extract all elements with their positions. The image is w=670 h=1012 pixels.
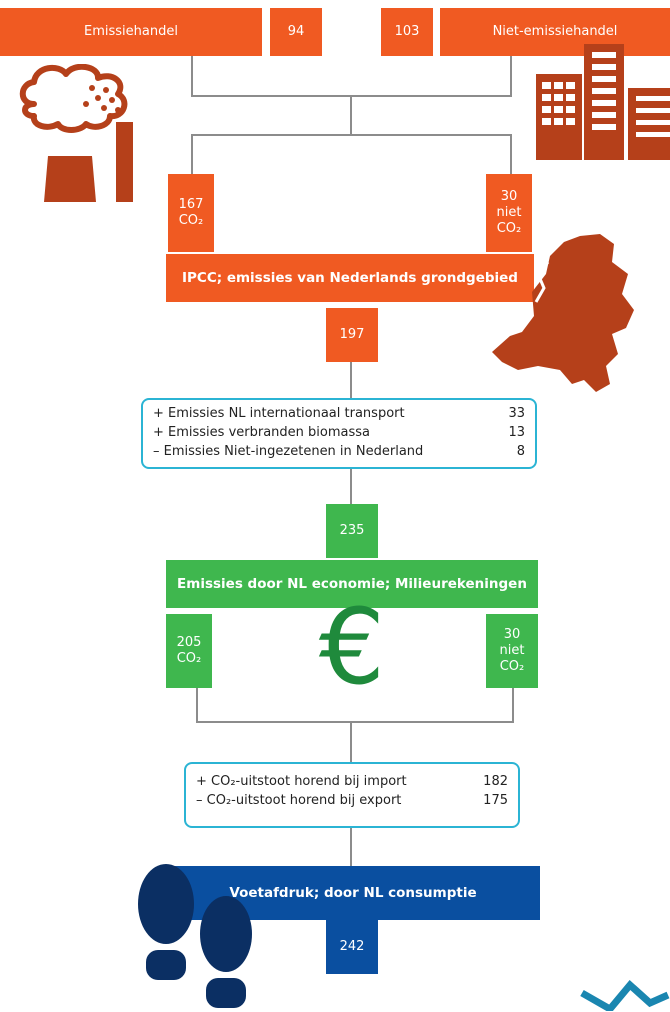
adjustment-row: + Emissies NL internationaal transport 3… bbox=[153, 404, 525, 423]
connector bbox=[512, 687, 514, 723]
niet-emissiehandel-value: 103 bbox=[394, 24, 420, 39]
adjustment-row: + CO₂-uitstoot horend bij import 182 bbox=[196, 772, 508, 791]
office-buildings-icon bbox=[536, 44, 670, 160]
adjustment-row: + Emissies verbranden biomassa 13 bbox=[153, 423, 525, 442]
economy-non-co2-unit: CO₂ bbox=[499, 659, 525, 674]
connector bbox=[191, 134, 193, 174]
emissiehandel-label: Emissiehandel bbox=[84, 24, 178, 39]
ipcc-title-box: IPCC; emissies van Nederlands grondgebie… bbox=[166, 254, 534, 302]
adjustment-label: – Emissies Niet-ingezetenen in Nederland bbox=[153, 444, 424, 459]
economy-co2-value: 205 bbox=[176, 635, 202, 650]
adjustment-label: + Emissies NL internationaal transport bbox=[153, 406, 405, 421]
trade-adjustments-panel: + CO₂-uitstoot horend bij import 182 – C… bbox=[184, 762, 520, 828]
footprint-title: Voetafdruk; door NL consumptie bbox=[229, 885, 477, 901]
adjustment-label: + CO₂-uitstoot horend bij import bbox=[196, 774, 407, 789]
connector bbox=[350, 468, 352, 504]
adjustment-row: – Emissies Niet-ingezetenen in Nederland… bbox=[153, 442, 525, 461]
adjustment-label: – CO₂-uitstoot horend bij export bbox=[196, 793, 402, 808]
adjustment-row: – CO₂-uitstoot horend bij export 175 bbox=[196, 791, 508, 810]
netherlands-map-icon bbox=[492, 234, 634, 392]
connector bbox=[510, 134, 512, 174]
factory-smoke-icon bbox=[19, 64, 133, 202]
international-adjustments-panel: + Emissies NL internationaal transport 3… bbox=[141, 398, 537, 469]
shoe-prints-icon bbox=[138, 864, 252, 1008]
economy-non-co2-box: 30 niet CO₂ bbox=[486, 614, 538, 688]
niet-emissiehandel-label-box: Niet-emissiehandel bbox=[440, 8, 670, 56]
ipcc-co2-unit: CO₂ bbox=[178, 213, 204, 228]
connector bbox=[191, 56, 193, 96]
niet-emissiehandel-value-box: 103 bbox=[381, 8, 433, 56]
ipcc-total-box: 197 bbox=[326, 308, 378, 362]
ipcc-non-co2-prefix: niet bbox=[496, 205, 522, 220]
adjustment-value: 175 bbox=[483, 793, 508, 808]
economy-co2-unit: CO₂ bbox=[176, 651, 202, 666]
ipcc-total: 197 bbox=[339, 327, 365, 342]
connector bbox=[196, 687, 198, 723]
adjustment-value: 182 bbox=[483, 774, 508, 789]
economy-total: 235 bbox=[339, 523, 365, 538]
ipcc-non-co2-unit: CO₂ bbox=[496, 221, 522, 236]
economy-co2-box: 205 CO₂ bbox=[166, 614, 212, 688]
ipcc-non-co2-box: 30 niet CO₂ bbox=[486, 174, 532, 252]
adjustment-value: 33 bbox=[508, 406, 525, 421]
ipcc-co2-box: 167 CO₂ bbox=[168, 174, 214, 252]
connector bbox=[350, 360, 352, 400]
economy-title-box: Emissies door NL economie; Milieurekenin… bbox=[166, 560, 538, 608]
adjustment-label: + Emissies verbranden biomassa bbox=[153, 425, 370, 440]
euro-icon: € bbox=[318, 586, 386, 708]
economy-non-co2-value: 30 bbox=[503, 627, 521, 642]
connector bbox=[350, 95, 352, 135]
connector bbox=[510, 56, 512, 96]
ipcc-title: IPCC; emissies van Nederlands grondgebie… bbox=[182, 270, 518, 286]
emissiehandel-label-box: Emissiehandel bbox=[0, 8, 262, 56]
connector bbox=[350, 721, 352, 763]
ipcc-non-co2-value: 30 bbox=[500, 189, 518, 204]
wave-logo-icon bbox=[580, 979, 670, 1011]
economy-title: Emissies door NL economie; Milieurekenin… bbox=[177, 576, 527, 592]
footprint-total-box: 242 bbox=[326, 920, 378, 974]
connector bbox=[196, 721, 514, 723]
economy-non-co2-prefix: niet bbox=[499, 643, 525, 658]
footprint-total: 242 bbox=[339, 939, 365, 954]
ipcc-co2-value: 167 bbox=[178, 197, 204, 212]
emissiehandel-value-box: 94 bbox=[270, 8, 322, 56]
connector bbox=[191, 134, 512, 136]
niet-emissiehandel-label: Niet-emissiehandel bbox=[492, 24, 618, 39]
adjustment-value: 13 bbox=[508, 425, 525, 440]
economy-total-box: 235 bbox=[326, 504, 378, 558]
emissiehandel-value: 94 bbox=[287, 24, 305, 39]
adjustment-value: 8 bbox=[516, 444, 525, 459]
connector bbox=[350, 827, 352, 871]
